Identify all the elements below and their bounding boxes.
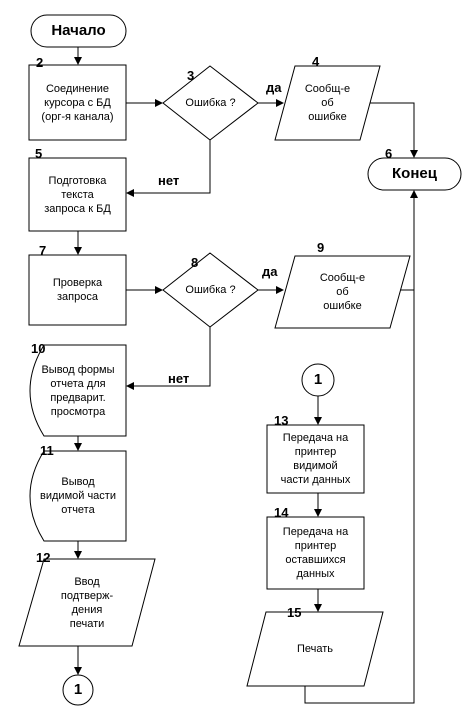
block-number-5: 5	[35, 146, 43, 161]
line-15-to-end	[304, 290, 415, 704]
process-2-label: Соединение курсора с БД (орг-я канала)	[41, 82, 114, 123]
display-11-label: Вывод видимой части отчета	[40, 476, 116, 516]
branch-no-label-3: нет	[158, 173, 180, 188]
arrow-8-no-to-10	[126, 327, 211, 390]
block-number-14: 14	[274, 505, 289, 520]
block-number-9: 9	[317, 240, 325, 255]
block-number-15: 15	[287, 605, 302, 620]
block-number-7: 7	[39, 243, 47, 258]
branch-no-label-8: нет	[168, 371, 190, 386]
block-number-8: 8	[191, 255, 199, 270]
process-2-shape	[28, 64, 127, 141]
decision-3-label: Ошибка ?	[185, 97, 236, 109]
data-9-shape	[274, 255, 411, 329]
block-number-12: 12	[36, 550, 51, 565]
process-13-shape	[266, 424, 365, 494]
display-10-label: Вывод формы отчета для предварит. просмо…	[41, 363, 115, 418]
block-number-2: 2	[36, 55, 44, 70]
arrow-4-to-6	[370, 102, 418, 158]
display-10-shape	[29, 344, 127, 437]
data-9-label: Сообщ-е об ошибке	[319, 272, 366, 312]
data-12-shape	[18, 558, 156, 647]
process-14-label: Передача на принтер оставшихся данных	[282, 526, 349, 580]
block-number-11: 11	[40, 443, 54, 458]
data-12-label: Ввод подтверж- дения печати	[60, 575, 114, 630]
block-number-6: 6	[385, 146, 393, 161]
connector-bottom-label: 1	[73, 681, 83, 698]
process-13-label: Передача на принтер видимой части данных	[280, 432, 351, 486]
arrow-3-no-to-5	[126, 140, 211, 197]
block-number-10: 10	[31, 341, 46, 356]
process-5-shape	[28, 157, 127, 232]
data-15-shape	[246, 611, 384, 687]
decision-8-label: Ошибка ?	[185, 284, 236, 296]
block-number-13: 13	[274, 413, 289, 428]
connector-right-label: 1	[313, 371, 323, 388]
data-15-label: Печать	[296, 643, 334, 655]
start-label: Начало	[51, 22, 106, 39]
block-number-4: 4	[312, 54, 320, 69]
connector-bottom-shape	[62, 674, 94, 706]
process-7-label: Проверка запроса	[52, 277, 103, 303]
process-5-label: Подготовка текста запроса к БД	[44, 174, 111, 215]
block-number-3: 3	[187, 68, 195, 83]
data-4-label: Сообщ-е об ошибке	[304, 83, 351, 123]
end-label: Конец	[392, 165, 437, 182]
data-4-shape	[274, 65, 381, 141]
branch-yes-label-3: да	[266, 80, 282, 95]
branch-yes-label-8: да	[262, 264, 278, 279]
display-11-shape	[29, 450, 127, 542]
process-14-shape	[266, 516, 365, 590]
